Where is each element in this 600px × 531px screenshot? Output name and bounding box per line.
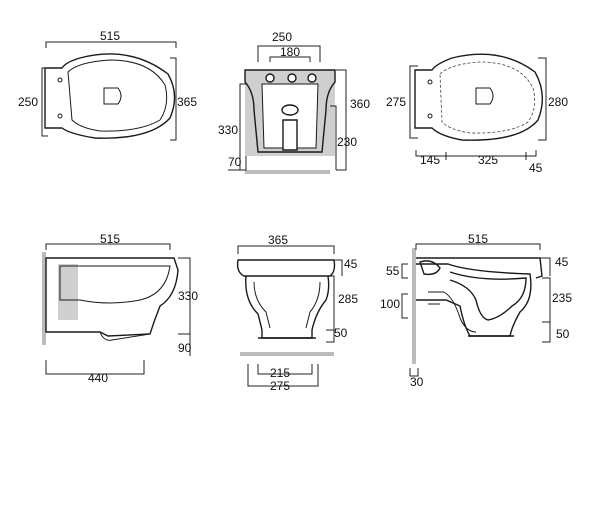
top-view-left: 515 250 365	[18, 29, 197, 141]
dim-rear-foot-inner: 215	[270, 366, 290, 380]
bowl-outline	[44, 53, 176, 139]
rear-body-inner	[253, 281, 321, 329]
fixing-hole-top	[57, 77, 63, 83]
side-bowl-shade	[58, 264, 78, 320]
dim-outer-line	[257, 45, 321, 62]
dim-width: 515	[100, 29, 120, 43]
dim-side-top-line	[45, 243, 171, 250]
dim-rdepth-right: 280	[548, 95, 568, 109]
dim-width-line	[45, 41, 177, 48]
section-bowl-inner	[449, 271, 527, 321]
dim-offset: 70	[228, 155, 242, 169]
dim-sec-base-line	[542, 321, 551, 343]
fixing-hole-right-top	[427, 79, 433, 85]
dim-inner: 180	[280, 45, 300, 59]
seat-opening-right	[475, 87, 494, 105]
dim-left-h-line	[239, 83, 246, 170]
dim-depth-left-line	[41, 67, 48, 137]
bowl-outline-right	[414, 53, 543, 141]
dim-side-base-line	[178, 333, 191, 356]
dim-outer: 250	[272, 30, 292, 44]
dim-rear-base-line	[326, 329, 335, 343]
section-bowl-outer	[416, 263, 532, 337]
dim-sec-h-line	[542, 277, 551, 322]
section-trap	[428, 291, 477, 333]
side-base	[99, 331, 151, 341]
dim-inner-line	[269, 56, 311, 62]
dim-sec-h: 235	[552, 291, 572, 305]
dim-rear-foot-outer-line	[247, 364, 319, 387]
top-view-right: 275 280 145 325 45	[386, 53, 568, 175]
dim-left-h: 330	[218, 123, 238, 137]
dim-rear-rim: 45	[344, 257, 358, 271]
dim-rear-top: 365	[268, 233, 288, 247]
dim-sec-inlet: 55	[386, 264, 400, 278]
dim-rear-h: 285	[338, 292, 358, 306]
tap-hole-right	[307, 73, 317, 83]
dim-sec-inlet-line	[401, 263, 408, 279]
dim-rdepth-left: 275	[386, 95, 406, 109]
dim-seg-line	[415, 150, 537, 157]
side-view-left: 515 330 90 440	[42, 232, 198, 385]
side-bowl-curve	[59, 265, 171, 304]
dim-depth-right-line	[170, 57, 177, 141]
section-inlet	[419, 260, 441, 276]
rear-view: 365 45 285 50 215 275	[236, 233, 358, 393]
dim-sec-wall: 30	[410, 375, 424, 389]
rear-rim	[236, 259, 336, 277]
dim-side-top: 515	[100, 232, 120, 246]
tap-hole-center	[287, 73, 297, 83]
tap-hole-left	[265, 73, 275, 83]
dim-sec-outlet-line	[401, 293, 408, 319]
dim-seg-a: 145	[420, 153, 440, 167]
dim-rdepth-left-line	[409, 65, 418, 139]
side-body-outline	[45, 257, 179, 337]
dim-right-h: 230	[337, 135, 357, 149]
dim-sec-rim-line	[540, 257, 551, 276]
dim-rdepth-right-line	[538, 57, 547, 141]
dim-rear-foot-inner-line	[257, 364, 313, 375]
seat-opening	[103, 87, 122, 105]
dim-sec-rim: 45	[555, 255, 569, 269]
dim-side-h: 330	[178, 289, 198, 303]
front-drain	[282, 119, 298, 151]
dim-side-bottom-line	[45, 360, 145, 375]
bowl-rim-dashed	[439, 61, 536, 134]
front-body-outline	[244, 69, 336, 153]
dim-sec-outlet: 100	[380, 297, 400, 311]
dim-rear-top-line	[237, 245, 335, 254]
dim-side-bottom: 440	[88, 371, 108, 385]
dim-depth-right: 365	[177, 95, 197, 109]
dim-offset-line	[228, 156, 247, 171]
dim-side-base: 90	[178, 341, 192, 355]
dim-sec-top-line	[415, 243, 541, 250]
dim-sec-base: 50	[556, 327, 570, 341]
dim-sec-top: 515	[468, 232, 488, 246]
section-view: 515 45 55 100 235 50 30	[380, 232, 572, 389]
front-spout	[281, 104, 299, 116]
dim-total-h: 360	[350, 97, 370, 111]
dim-depth-left: 250	[18, 95, 38, 109]
dim-rear-h-line	[330, 275, 335, 330]
dim-seg-b: 325	[478, 153, 498, 167]
dim-sec-wall-line	[409, 368, 419, 377]
bowl-rim-inner	[67, 59, 168, 132]
dim-rear-rim-line	[330, 259, 343, 276]
fixing-hole-bottom	[57, 113, 63, 119]
front-view: 250 180 360 330 230 70	[218, 30, 370, 174]
front-inner-body	[261, 83, 319, 149]
dim-seg-c: 45	[529, 161, 543, 175]
dim-rear-base: 50	[334, 326, 348, 340]
dim-right-h-line	[330, 105, 337, 170]
dim-total-h-line	[336, 69, 347, 171]
fixing-hole-right-bottom	[427, 113, 433, 119]
section-rim	[416, 257, 543, 279]
rear-body	[245, 275, 330, 339]
dim-rear-foot-outer: 275	[270, 379, 290, 393]
